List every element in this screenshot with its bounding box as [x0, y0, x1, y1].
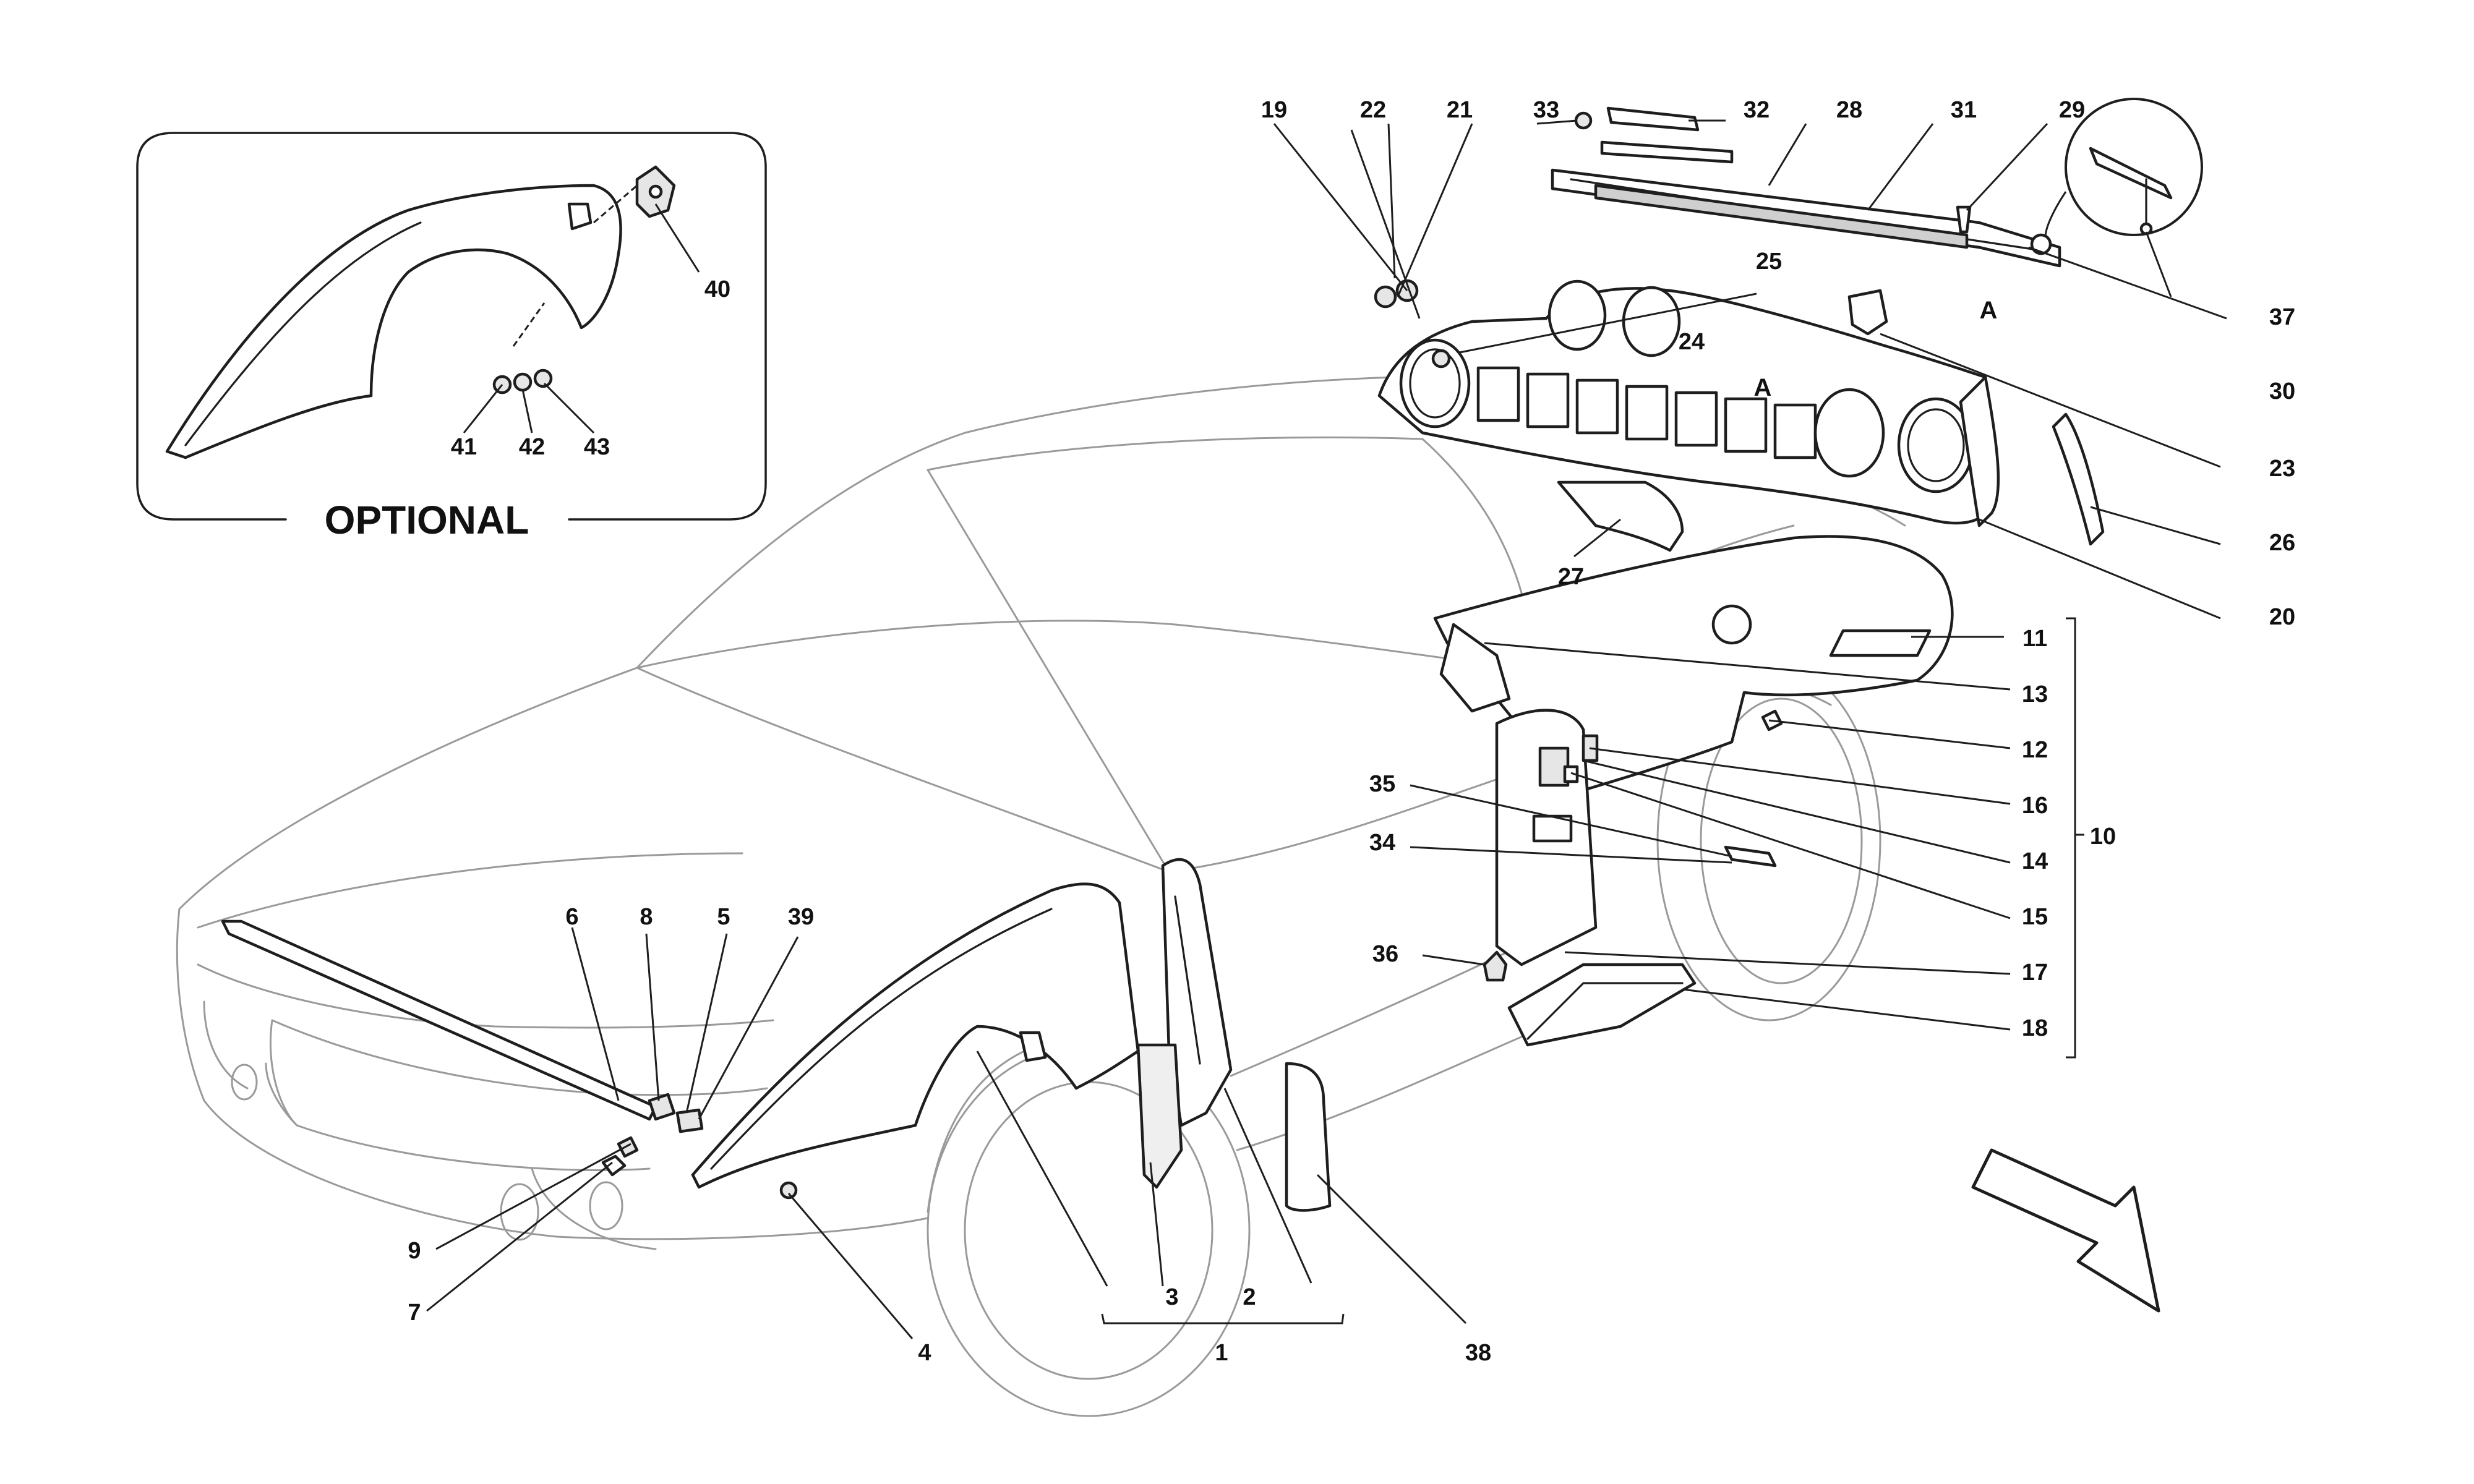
- callout-37: 37: [2269, 304, 2295, 330]
- callout-3: 3: [1165, 1284, 1178, 1310]
- callout-32: 32: [1744, 97, 1770, 123]
- callout-36: 36: [1372, 941, 1398, 967]
- callout-42: 42: [519, 434, 545, 460]
- callout-29: 29: [2059, 97, 2085, 123]
- callout-31: 31: [1951, 97, 1977, 123]
- callout-41: 41: [451, 434, 477, 460]
- callout-27: 27: [1558, 564, 1584, 590]
- callout-23: 23: [2269, 456, 2295, 482]
- callout-26: 26: [2269, 530, 2295, 556]
- callout-39: 39: [788, 904, 814, 930]
- callout-20: 20: [2269, 604, 2295, 630]
- callout-35: 35: [1369, 771, 1395, 797]
- leader-lines: [426, 119, 2227, 1339]
- callout-5: 5: [717, 904, 730, 930]
- rear-quarter-panel: [1433, 535, 1954, 1047]
- callout-33: 33: [1533, 97, 1559, 123]
- callout-17: 17: [2022, 960, 2048, 986]
- callout-25: 25: [1756, 249, 1782, 275]
- callout-21: 21: [1447, 97, 1473, 123]
- section-mark-a-top: A: [1980, 297, 1998, 324]
- callout-10: 10: [2090, 824, 2116, 850]
- callout-12: 12: [2022, 737, 2048, 763]
- callout-7: 7: [408, 1300, 421, 1326]
- callout-40: 40: [704, 276, 730, 302]
- direction-arrow-icon: [1971, 1148, 2160, 1313]
- callout-13: 13: [2022, 681, 2048, 707]
- callout-34: 34: [1369, 830, 1395, 856]
- callout-4: 4: [918, 1340, 931, 1366]
- optional-inset: OPTIONAL: [136, 132, 767, 542]
- section-mark-a-bumper: A: [1754, 374, 1772, 401]
- rear-bumper-assembly: [1374, 98, 2203, 552]
- callout-24: 24: [1679, 329, 1705, 355]
- callout-22: 22: [1360, 97, 1386, 123]
- callout-9: 9: [408, 1238, 421, 1264]
- callout-14: 14: [2022, 848, 2048, 874]
- callout-16: 16: [2022, 793, 2048, 819]
- callout-28: 28: [1836, 97, 1862, 123]
- callout-11: 11: [2022, 626, 2047, 652]
- callout-30: 30: [2269, 378, 2295, 404]
- callout-43: 43: [584, 434, 610, 460]
- callout-8: 8: [640, 904, 653, 930]
- callout-19: 19: [1261, 97, 1287, 123]
- callout-2: 2: [1243, 1284, 1256, 1310]
- callout-15: 15: [2022, 904, 2048, 930]
- front-fender-assembly: [221, 858, 1332, 1212]
- callout-1: 1: [1215, 1340, 1228, 1366]
- callout-6: 6: [565, 904, 578, 930]
- callout-18: 18: [2022, 1015, 2048, 1041]
- optional-label: OPTIONAL: [325, 498, 529, 542]
- callout-labels: 19 22 21 33 32 28 31 29 37 25 24 30 23 2…: [408, 97, 2295, 1366]
- callout-38: 38: [1465, 1340, 1491, 1366]
